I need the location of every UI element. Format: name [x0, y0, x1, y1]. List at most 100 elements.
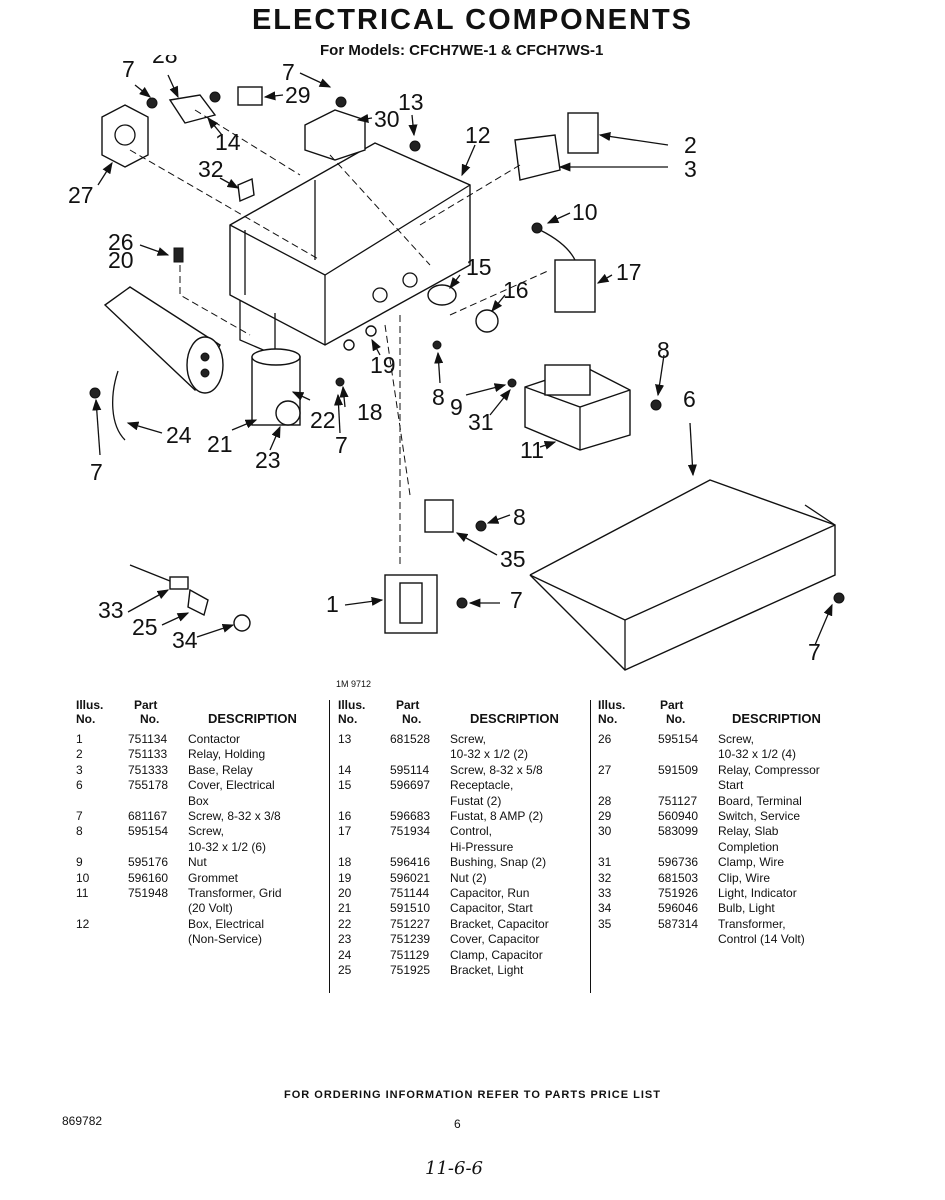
part-description: 10-32 x 1/2 (6) [188, 839, 267, 854]
part-number: 596683 [390, 809, 431, 824]
illus-number: 26 [598, 732, 612, 746]
illus-number: 9 [76, 855, 83, 870]
part-description: Control, [450, 824, 493, 839]
part-number: 591509 [658, 762, 699, 777]
indicator-light-assembly [129, 564, 251, 632]
callout-label: 28 [152, 55, 178, 68]
callout-label: 7 [122, 56, 135, 82]
fustat-receptacle [427, 284, 457, 306]
part-description: Transformer, Grid [188, 886, 282, 901]
callout-label: 16 [503, 277, 529, 303]
part-description: 10-32 x 1/2 (4) [718, 747, 797, 762]
slab-completion-relay [304, 109, 366, 161]
capacitor-clamp [112, 370, 126, 441]
part-description: Box [188, 793, 209, 808]
part-description: Screw, [450, 732, 487, 746]
part-description: Grommet [188, 870, 239, 885]
handwritten-note: 11-6-6 [425, 1158, 483, 1179]
callout-label: 7 [510, 587, 523, 613]
part-number: 751948 [128, 886, 169, 901]
part-description: Nut [188, 855, 207, 870]
callout-label: 26 [108, 229, 134, 255]
callout-label: 31 [468, 409, 494, 435]
callout-label: 29 [285, 82, 311, 108]
callout-label: 25 [132, 614, 158, 640]
page-title: ELECTRICAL COMPONENTS [251, 4, 694, 36]
illus-number: 17 [338, 824, 352, 839]
part-number: 596046 [658, 901, 699, 916]
part-number: 751144 [390, 886, 430, 901]
models-subtitle: For Models: CFCH7WE-1 & CFCH7WS-1 [320, 42, 604, 59]
callout-label: 8 [657, 337, 670, 363]
callout-label: 22 [310, 407, 336, 433]
part-number: 751239 [390, 932, 431, 947]
compressor-start-relay [101, 104, 149, 168]
part-description: Light, Indicator [718, 886, 797, 901]
callout-label: 1 [326, 591, 339, 617]
callout-label: 30 [374, 106, 400, 132]
illus-number: 12 [76, 916, 90, 931]
part-description: Transformer, [718, 916, 786, 931]
relay-base [514, 134, 561, 181]
part-description: Start [718, 778, 744, 793]
part-number: 751129 [390, 947, 430, 962]
callout-label: 21 [207, 431, 233, 457]
fustat [475, 309, 499, 333]
control-transformer [424, 499, 454, 533]
assembly-lines [129, 109, 551, 565]
part-number: 751227 [390, 916, 431, 931]
callout-label: 11 [520, 437, 544, 463]
callout-label: 8 [432, 384, 445, 410]
hi-pressure-control [554, 259, 596, 313]
part-number: 595114 [390, 762, 430, 777]
callout-label: 33 [98, 597, 124, 623]
callout-label: 32 [198, 156, 224, 182]
description-header: DESCRIPTION [470, 711, 559, 726]
illus-number: 6 [76, 778, 83, 793]
part-description: Clamp, Wire [718, 855, 785, 870]
part-description: Clamp, Capacitor [450, 947, 543, 962]
column-divider [329, 700, 330, 993]
callout-labels: 7 28 7 29 30 13 12 14 2 3 27 32 10 26 20… [68, 55, 821, 665]
illus-number: 14 [338, 762, 352, 777]
ordering-note: FOR ORDERING INFORMATION REFER TO PARTS … [284, 1089, 661, 1101]
part-number: 681167 [128, 809, 168, 824]
part-description: Receptacle, [450, 778, 514, 793]
part-description: Screw, 8-32 x 3/8 [188, 809, 281, 824]
contactor [384, 574, 438, 634]
part-description: Relay, Holding [188, 747, 266, 762]
column-divider [590, 700, 591, 993]
illus-number: 32 [598, 870, 612, 885]
part-number: 596697 [390, 778, 431, 793]
illus-number: 33 [598, 886, 612, 901]
part-description: Switch, Service [718, 809, 801, 824]
illus-number: 31 [598, 855, 612, 870]
part-number: 587314 [658, 916, 699, 931]
callout-label: 3 [684, 156, 697, 182]
illus-number: 25 [338, 963, 352, 978]
part-description: Bracket, Capacitor [450, 916, 549, 931]
illus-number: 13 [338, 732, 352, 746]
callout-label: 17 [616, 259, 642, 285]
part-description: (Non-Service) [188, 932, 263, 947]
callout-label: 20 [108, 247, 134, 273]
